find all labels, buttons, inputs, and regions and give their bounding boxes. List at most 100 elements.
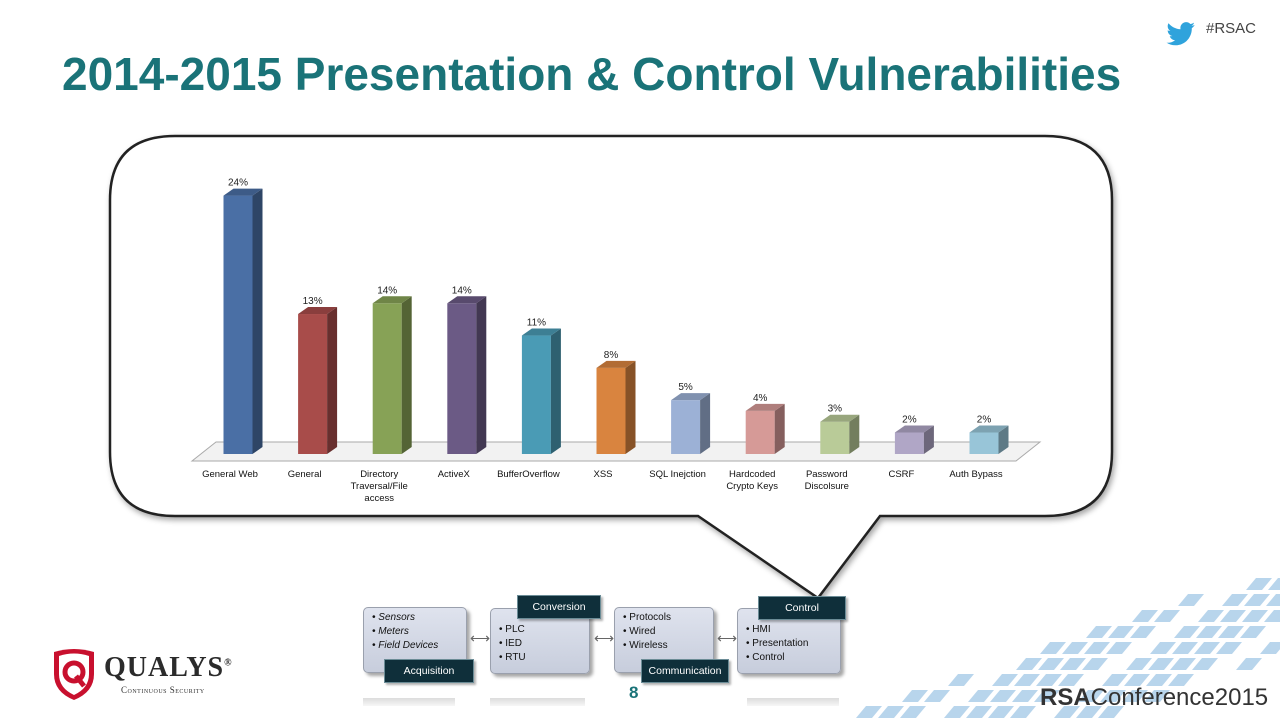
pattern-tile	[1150, 642, 1176, 654]
pattern-tile	[902, 690, 928, 702]
list-item: Control	[746, 651, 832, 665]
list-item: Field Devices	[372, 639, 458, 653]
pattern-tile	[1236, 658, 1262, 670]
pattern-tile	[1130, 626, 1156, 638]
pattern-tile	[1108, 626, 1134, 638]
bar-side	[550, 328, 561, 454]
box-reflection	[490, 698, 585, 706]
bar-top	[969, 425, 1009, 433]
pattern-tile	[1146, 674, 1172, 686]
bar-top	[894, 425, 934, 433]
bar	[894, 425, 934, 454]
category-label: ActiveX	[438, 469, 471, 480]
hashtag: #RSAC	[1206, 20, 1257, 37]
pattern-tile	[1062, 642, 1088, 654]
category-label: XSS	[593, 469, 612, 480]
pattern-tile	[1086, 626, 1112, 638]
data-label: 5%	[678, 382, 693, 393]
category-label: SQL Inejction	[649, 469, 706, 480]
pattern-tile	[1014, 674, 1040, 686]
qualys-name: QUALYS	[104, 652, 225, 683]
pattern-tile	[992, 674, 1018, 686]
pattern-tile	[1010, 706, 1036, 718]
category-label-line: General Web	[202, 469, 258, 480]
pattern-tile	[1170, 658, 1196, 670]
bar	[745, 403, 785, 454]
twitter-icon	[1166, 22, 1195, 46]
pattern-tile	[1016, 658, 1042, 670]
bar-top	[521, 328, 561, 336]
bar-side	[476, 296, 487, 454]
acquisition-tag: Acquisition	[384, 659, 474, 683]
page-number: 8	[629, 683, 639, 702]
pattern-tile	[1198, 610, 1224, 622]
bar	[447, 296, 487, 454]
pattern-tile	[1174, 626, 1200, 638]
qualys-shield-icon	[54, 649, 94, 700]
communication-tag: Communication	[641, 659, 729, 683]
category-label: General	[288, 469, 322, 480]
pattern-tile	[1220, 610, 1246, 622]
qualys-wordmark: QUALYS®	[104, 652, 233, 684]
pattern-tile	[1054, 706, 1080, 718]
bar-front	[894, 432, 924, 454]
bar-top	[745, 403, 785, 411]
pattern-tile	[1122, 690, 1148, 702]
bar-side	[998, 425, 1009, 454]
data-label: 11%	[527, 318, 546, 329]
pattern-tile	[1082, 658, 1108, 670]
category-label-line: Hardcoded	[729, 469, 775, 480]
bar-side	[849, 414, 860, 454]
rsa-conference-logo: RSAConference2015	[1040, 684, 1268, 712]
pattern-tile	[948, 674, 974, 686]
bar-front	[969, 432, 999, 454]
pattern-tile	[1242, 610, 1268, 622]
box-reflection	[363, 698, 455, 706]
category-label-line: BufferOverflow	[497, 469, 560, 480]
pattern-tile	[1240, 626, 1266, 638]
pattern-tile	[966, 706, 992, 718]
category-label: CSRF	[888, 469, 914, 480]
bar	[820, 414, 860, 454]
bar-side	[252, 188, 263, 454]
pattern-tile	[1078, 690, 1104, 702]
pattern-tile	[1196, 626, 1222, 638]
bar	[298, 307, 338, 454]
bar-side	[923, 425, 934, 454]
pattern-tile	[1036, 674, 1062, 686]
bar	[596, 360, 636, 454]
pattern-tile	[1100, 690, 1126, 702]
list-item: Presentation	[746, 637, 832, 651]
pattern-tile	[1012, 690, 1038, 702]
category-label-line: XSS	[593, 469, 612, 480]
bar-top	[447, 296, 487, 304]
list-item: Protocols	[623, 611, 705, 625]
pattern-tile	[1154, 610, 1180, 622]
list-item: Sensors	[372, 611, 458, 625]
bar	[671, 393, 711, 454]
category-label-line: Crypto Keys	[726, 481, 778, 492]
list-item: Meters	[372, 625, 458, 639]
pattern-tile	[1222, 594, 1248, 606]
category-label: BufferOverflow	[497, 469, 560, 480]
category-label-line: Password	[806, 469, 848, 480]
pattern-tile	[944, 706, 970, 718]
bar	[969, 425, 1009, 454]
pattern-tile	[924, 690, 950, 702]
bar-front	[298, 314, 328, 454]
bar-front	[745, 410, 775, 454]
pattern-tile	[1124, 674, 1150, 686]
category-label-line: Auth Bypass	[949, 469, 1003, 480]
pattern-tile	[1218, 626, 1244, 638]
category-label-line: SQL Inejction	[649, 469, 706, 480]
pattern-tile	[1102, 674, 1128, 686]
category-label-line: Traversal/File	[351, 481, 408, 492]
pattern-tile	[1168, 674, 1194, 686]
list-item: Wired	[623, 625, 705, 639]
pattern-tile	[878, 706, 904, 718]
pattern-tile	[1060, 658, 1086, 670]
double-arrow-icon: ⟷	[717, 630, 738, 646]
bar-top	[820, 414, 860, 422]
